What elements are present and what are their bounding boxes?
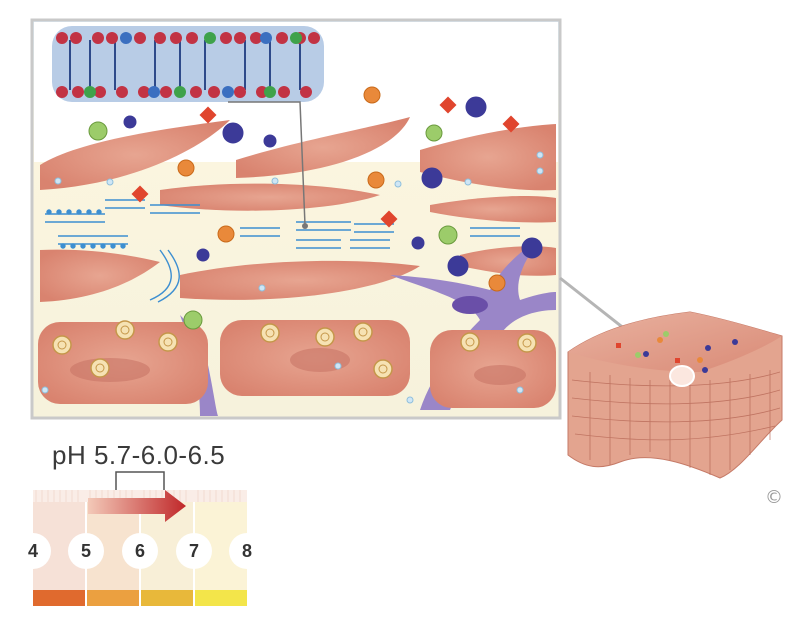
copyright-icon: © — [765, 487, 783, 508]
ph-value-6: 6 — [122, 533, 158, 569]
ph-value-5: 5 — [68, 533, 104, 569]
ph-value-7: 7 — [176, 533, 212, 569]
skin-block-icon — [568, 312, 782, 478]
ph-range-bracket — [116, 472, 164, 490]
zoom-spot — [670, 366, 694, 386]
magnified-panel — [32, 20, 560, 418]
ph-range-label: pH 5.7-6.0-6.5 — [52, 440, 225, 471]
ph-value-8: 8 — [229, 533, 265, 569]
